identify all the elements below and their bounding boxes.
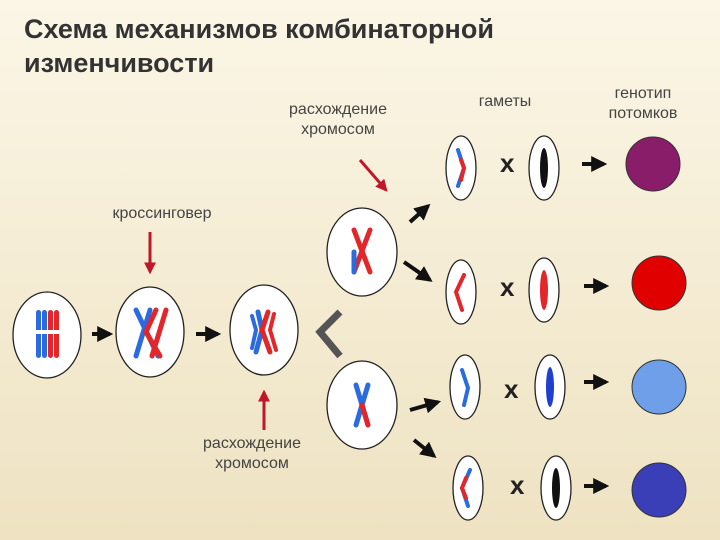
gamete-cell-3 [449, 354, 481, 420]
cell-2 [115, 286, 185, 378]
label-genotype: генотип потомков [608, 85, 678, 122]
label-gametes: гаметы [478, 93, 532, 110]
split-arrow [315, 309, 343, 359]
label-divergence-top: расхождение хромосом [289, 101, 387, 138]
offspring-circle [631, 462, 687, 518]
cell-3 [229, 284, 299, 376]
label-divergence-bottom: расхождение хромосом [203, 435, 301, 472]
partner-gamete-4 [540, 455, 572, 521]
cross-symbol-2: х [500, 272, 515, 302]
partner-gamete-2 [528, 257, 560, 323]
gamete-cell-1 [445, 135, 477, 201]
offspring-circle [631, 359, 687, 415]
cell-upper [326, 207, 398, 297]
cross-symbol-1: х [500, 148, 515, 178]
process-arrows [92, 156, 610, 494]
page-title: Схема механизмов комбинаторной изменчиво… [24, 14, 494, 78]
gamete-cell-2 [445, 259, 477, 325]
cross-symbol-4: х [510, 470, 525, 500]
label-crossingover: кроссинговер [112, 205, 212, 222]
cell-lower [326, 360, 398, 450]
partner-gamete-1 [528, 135, 560, 201]
gamete-cell-4 [452, 455, 484, 521]
partner-gamete-3 [534, 354, 566, 420]
cell-1 [12, 291, 82, 379]
offspring-circle [631, 255, 687, 311]
pointer-arrows [144, 159, 388, 430]
offspring-circle [625, 136, 681, 192]
cross-symbol-3: х [504, 374, 519, 404]
